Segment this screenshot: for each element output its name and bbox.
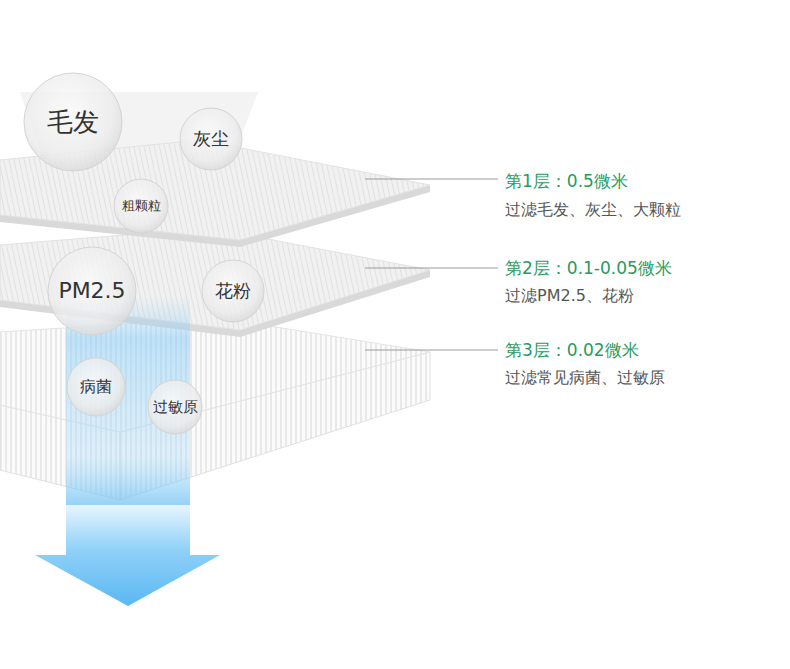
layer-description: 过滤PM2.5、花粉: [505, 286, 634, 305]
particle-name: 灰尘: [193, 129, 229, 149]
particle-name: PM2.5: [58, 279, 125, 303]
particle-name: 过敏原: [153, 399, 198, 416]
particle-circle: 病菌: [66, 357, 126, 417]
circle-shape: [67, 358, 125, 416]
airflow-arrow: [35, 505, 220, 606]
circle-shape: [202, 260, 264, 322]
circle-shape: [48, 247, 136, 335]
filter-layer-3: [0, 318, 430, 500]
particle-circle: 过敏原: [147, 379, 203, 435]
circle-shape: [114, 179, 168, 233]
circle-shape: [24, 73, 122, 171]
particle-circle: PM2.5: [47, 246, 137, 336]
layer-heading: 第2层：0.1-0.05微米: [505, 258, 672, 278]
particle-circle: 粗颗粒: [113, 178, 169, 234]
particle-name: 花粉: [215, 281, 251, 301]
particle-circle: 花粉: [201, 259, 265, 323]
particle-circle: 灰尘: [179, 107, 243, 171]
leader-line: [365, 350, 498, 351]
leader-line: [365, 268, 498, 269]
layer-heading: 第3层：0.02微米: [505, 340, 639, 360]
leader-line: [365, 179, 498, 180]
layer-description: 过滤毛发、灰尘、大颗粒: [505, 200, 681, 219]
circle-shape: [148, 380, 202, 434]
particle-circle: 毛发: [23, 72, 123, 172]
particle-name: 病菌: [80, 378, 112, 396]
particle-name: 粗颗粒: [122, 199, 161, 213]
particle-name: 毛发: [47, 108, 99, 137]
layer-description: 过滤常见病菌、过敏原: [505, 368, 665, 387]
layer-heading: 第1层：0.5微米: [505, 171, 628, 191]
circle-shape: [180, 108, 242, 170]
